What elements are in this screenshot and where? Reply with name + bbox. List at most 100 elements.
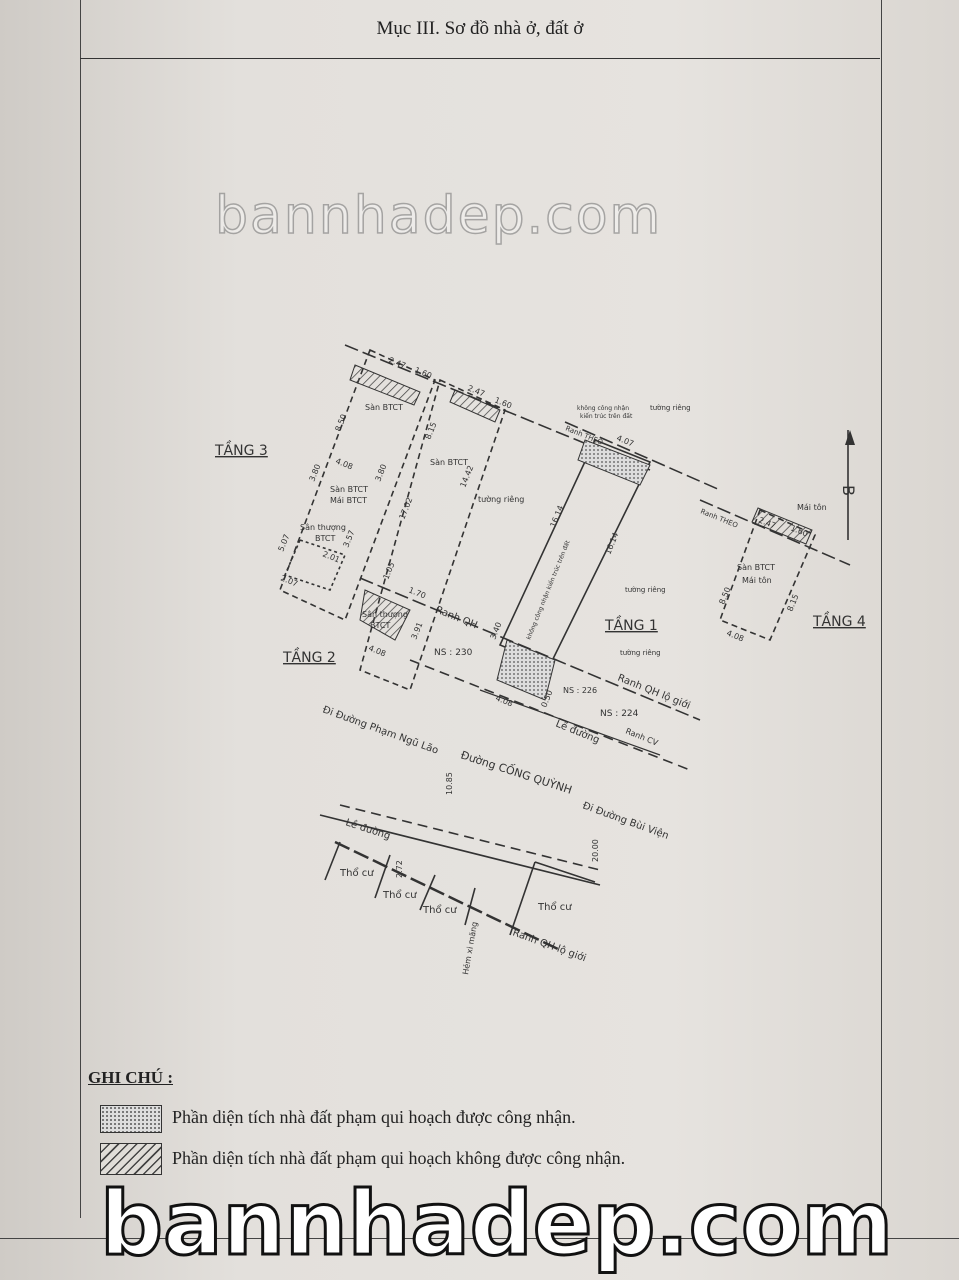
site-plan-diagram: TẦNG 3 TẦNG 2 TẦNG 1 TẦNG 4 B Sàn BTCT S… [214, 344, 866, 975]
label: kiến trúc trên đất [580, 413, 633, 420]
dimension: 20.00 [591, 839, 600, 862]
label: Thổ cư [339, 866, 374, 879]
dimension: 8.50 [718, 586, 733, 606]
floor-2-outline [359, 378, 506, 692]
label: NS : 224 [600, 709, 639, 719]
label: Sân thượng [300, 523, 346, 532]
floor-label-3: TẦNG 3 [214, 440, 268, 459]
label: BTCT [315, 534, 335, 543]
label: Sàn BTCT [365, 403, 403, 412]
label: Ranh THEO [699, 507, 739, 529]
ranh-cv-line [479, 689, 661, 756]
watermark: bannhadep.com [98, 1172, 894, 1275]
dimension: 2.72 [395, 860, 404, 878]
label: Sân thượng [362, 610, 408, 619]
label: Thổ cư [382, 888, 417, 901]
lot-divider [374, 854, 391, 899]
label: Sàn BTCT [737, 563, 775, 572]
le-duong-lower-line [319, 814, 601, 886]
floor-labels: TẦNG 3 TẦNG 2 TẦNG 1 TẦNG 4 B [214, 440, 866, 666]
dimension: 10.85 [445, 772, 454, 795]
label: Mái BTCT [330, 496, 367, 505]
legend-swatch-recognized [100, 1105, 162, 1133]
floor-label-1: TẦNG 1 [604, 615, 658, 634]
dimension: 1.60 [413, 366, 433, 381]
dimension: 8.15 [424, 421, 439, 441]
legend-item-recognized: Phần diện tích nhà đất phạm qui hoạch đư… [172, 1107, 576, 1127]
hatched-area-t2 [449, 389, 501, 423]
label: BTCT [370, 621, 390, 630]
dimension: 2.01 [321, 550, 341, 565]
dimension: 4.08 [334, 457, 354, 472]
dimension: 3.80 [308, 463, 323, 483]
floor-label-2: TẦNG 2 [282, 647, 336, 666]
label: Sàn BTCT [330, 485, 368, 494]
ranh-theo-line-t1 [564, 421, 721, 491]
label: Mái tôn [742, 575, 772, 585]
dimension: 1.70 [407, 586, 427, 601]
north-label: B [839, 485, 858, 496]
hatched-area-t3 [349, 364, 421, 406]
label: Ranh QH lộ giới [616, 672, 692, 712]
floor-3-outline [278, 348, 437, 622]
ranh-theo-line-t4 [699, 499, 851, 566]
label: tường riêng [650, 404, 691, 412]
legend-swatch-unrecognized [100, 1143, 162, 1175]
hatched-area-t4 [751, 507, 813, 545]
divider [0, 1238, 959, 1239]
dimension: 8.15 [786, 593, 801, 613]
label: không công nhận [577, 405, 629, 412]
label: NS : 230 [434, 648, 473, 658]
dimension: 3.80 [374, 463, 389, 483]
label: không công nhận kiến trúc trên đất [525, 539, 572, 641]
label: Thổ cư [422, 903, 457, 916]
legend-item-unrecognized: Phần diện tích nhà đất phạm qui hoạch kh… [172, 1148, 626, 1168]
dimension: 1.05 [382, 561, 397, 581]
label: Lề đường [344, 816, 392, 842]
label: Ranh QH [434, 605, 479, 632]
lot-divider [324, 841, 341, 881]
document-frame [80, 0, 882, 1218]
floor-label-4: TẦNG 4 [812, 611, 866, 630]
floor-3-terrace [283, 539, 347, 591]
section-title: Mục III. Sơ đồ nhà ở, đất ở [376, 18, 584, 39]
ranh-qh-line [359, 577, 701, 721]
dimension: 4.08 [494, 694, 514, 709]
dimension: 8.50 [334, 413, 349, 433]
section-header: Mục III. Sơ đồ nhà ở, đất ở [80, 0, 880, 59]
dimension: 5.07 [277, 533, 292, 553]
dimension: 4.08 [725, 629, 745, 644]
label: Hẻm xi măng [460, 921, 479, 976]
label: Mái tôn [797, 502, 827, 512]
label: Ranh QH lộ giới [511, 927, 588, 965]
lot-divider [464, 887, 476, 926]
unrecognized-area-top [577, 439, 651, 486]
legend-title: GHI CHÚ : [88, 1068, 173, 1087]
label: NS : 226 [563, 686, 597, 695]
lot-divider [419, 874, 436, 911]
area-labels: Sàn BTCT Sàn BTCT Mái BTCT Sân thượng BT… [300, 403, 827, 975]
street-label: Đi Đường Phạm Ngũ Lão [321, 704, 440, 757]
label: Sàn BTCT [430, 458, 468, 467]
dimension: 17.02 [398, 496, 415, 521]
street-label: Đi Đường Bùi Viện [581, 800, 670, 842]
dimension: 16.14 [549, 504, 566, 529]
street-label: Đường CỐNG QUỲNH [459, 748, 574, 797]
dimension: 4.07 [615, 434, 635, 449]
dimension: 16.14 [604, 531, 621, 556]
label: tường riêng [478, 494, 524, 504]
label: tường riêng [625, 586, 666, 594]
watermark-faint: bannhadep.com [214, 186, 663, 246]
north-arrow-icon [845, 430, 855, 445]
dimension: 14.42 [459, 464, 476, 489]
dimension: 2.47 [387, 356, 407, 371]
road-edge-line [339, 804, 601, 871]
hatched-area-terrace [359, 589, 411, 641]
lot-divider [509, 861, 536, 936]
label: tường riêng [620, 649, 661, 657]
dimension: 4.08 [367, 644, 387, 659]
lot-divider [534, 861, 596, 883]
recognized-area-front [496, 639, 556, 701]
dimension: 3.91 [410, 621, 425, 641]
